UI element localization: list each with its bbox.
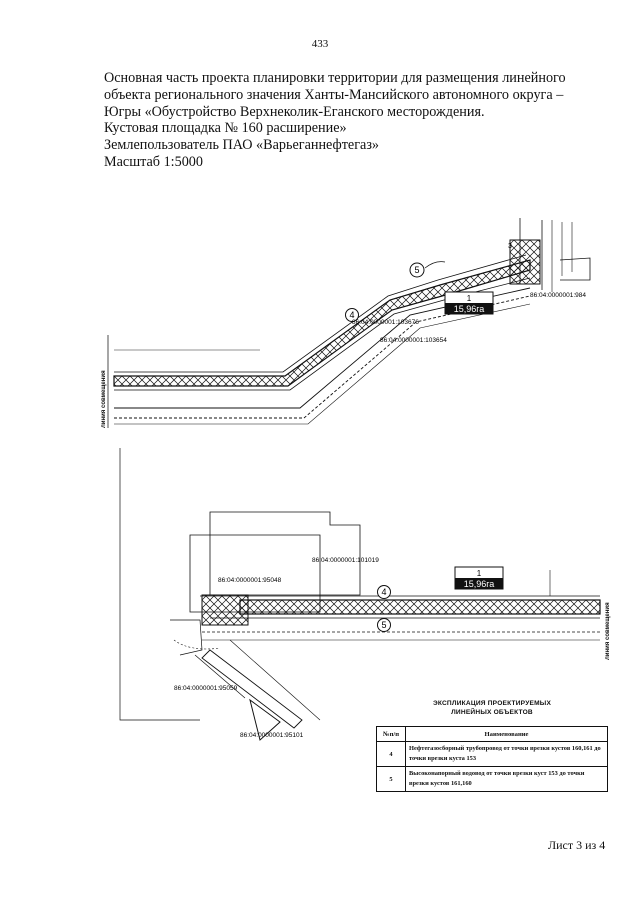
marker-label: 4	[349, 310, 354, 320]
header-line: Землепользователь ПАО «Варьеганнефтегаз»	[104, 137, 380, 154]
legend-title: ЭКСПЛИКАЦИЯ ПРОЕКТИРУЕМЫХ ЛИНЕЙНЫХ ОБЪЕК…	[376, 699, 608, 717]
site-plan-drawing: 3 5 4 1 15,96га 86:04:0000001:103676 86:…	[107, 218, 601, 741]
table-row: 5 Высоконапорный водовод от точки врезки…	[376, 766, 608, 792]
parcel-label: 86:04:0000001:95101	[240, 732, 304, 739]
legend-header-row: №п/п Наименование	[376, 726, 608, 742]
legend-row-name: Нефтегазосборный трубопровод от точки вр…	[405, 741, 608, 767]
document-header: Основная часть проекта планировки террит…	[104, 70, 574, 171]
marker-label: 5	[414, 265, 419, 275]
marker-5-bottom	[377, 618, 391, 632]
bottom-plan: 4 5 1 15,96га 86:04:0000001:101019 86:04…	[119, 448, 601, 741]
legend-title-line: ЛИНЕЙНЫХ ОБЪЕКТОВ	[451, 709, 533, 716]
legend-col-name: Наименование	[405, 726, 608, 742]
parcel-label: 86:04:0000001:101019	[312, 557, 379, 564]
sheet-label: Лист 3 из 4	[548, 838, 606, 852]
header-line: Основная часть проекта планировки террит…	[104, 70, 566, 86]
header-line: Югры «Обустройство Верхнеколик-Еганского…	[104, 103, 485, 120]
pipeline-corridor	[239, 599, 601, 615]
header-line: Кустовая площадка № 160 расширение»	[104, 120, 347, 137]
legend-row-name: Высоконапорный водовод от точки врезки к…	[405, 766, 608, 792]
area-value: 15,96га	[464, 579, 495, 589]
parcel-label: 86:04:0000001:95048	[218, 577, 282, 584]
corner-number: 3	[508, 243, 512, 250]
header-line: объекта регионального значения Ханты-Ман…	[104, 86, 564, 103]
marker-4-bottom	[377, 585, 391, 599]
top-plan: 3 5 4 1 15,96га 86:04:0000001:103676 86:…	[107, 218, 591, 428]
area-number: 1	[477, 569, 482, 578]
area-value: 15,96га	[454, 304, 485, 314]
marker-label: 4	[381, 587, 386, 597]
legend-table: №п/п Наименование 4 Нефтегазосборный тру…	[376, 726, 608, 792]
marker-label: 5	[381, 620, 386, 630]
cluster-pad	[509, 239, 541, 285]
legend-title-line: ЭКСПЛИКАЦИЯ ПРОЕКТИРУЕМЫХ	[432, 700, 552, 707]
table-row: 4 Нефтегазосборный трубопровод от точки …	[376, 741, 608, 767]
legend-col-num: №п/п	[376, 726, 406, 742]
parcel-label: 86:04:0000001:103676	[352, 319, 419, 326]
parcel-label: 86:04:0000001:103654	[380, 337, 447, 344]
parcel-label: 86:04:0000001:95059	[174, 685, 238, 692]
legend-row-num: 4	[376, 741, 406, 767]
page-number: 433	[311, 38, 329, 50]
legend-row-num: 5	[376, 766, 406, 792]
marker-5-top	[409, 262, 425, 278]
scale-label: Масштаб 1:5000	[104, 153, 203, 170]
area-number: 1	[467, 294, 472, 303]
parcel-label: 86:04:0000001:984	[530, 292, 586, 299]
marker-4-top	[345, 308, 359, 322]
